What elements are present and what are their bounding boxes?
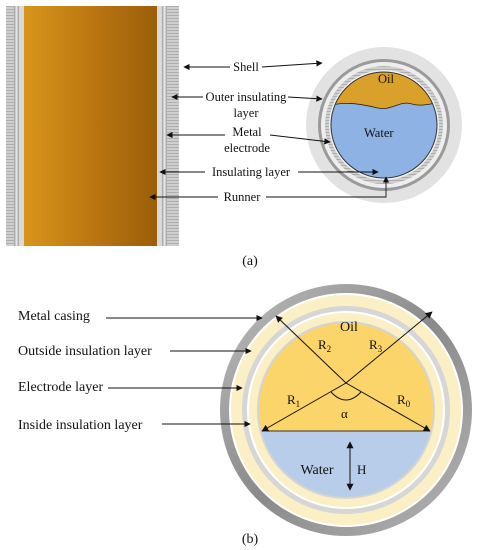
metal-electrode-label-1: Metal [232,125,262,139]
caption-a: (a) [242,254,258,269]
metal-casing-label: Metal casing [18,309,90,324]
right-electrode-wall [157,6,162,246]
water-label-b: Water [300,463,333,478]
oil-label-a: Oil [378,72,395,86]
r0-label: R0 [397,392,411,409]
electrode-layer-label: Electrode layer [18,380,103,395]
left-shell-wall [6,6,14,246]
inside-insulation-label: Inside insulation layer [18,418,143,433]
runner-label: Runner [224,190,262,204]
shell-arrow-right [261,60,323,68]
r3-label: R3 [369,337,383,354]
outer-insulating-label-1: Outer insulating [206,90,288,104]
r2-label: R2 [318,337,331,354]
alpha-arc [330,391,362,401]
pipe-section [6,6,179,246]
right-shell-wall [167,6,179,246]
metal-electrode-label-2: electrode [224,141,270,155]
r0-line [345,382,431,432]
r2-line [275,315,347,384]
cross-section-a: Oil Water [306,47,462,203]
caption-b: (b) [242,532,259,547]
alpha-label: α [341,406,348,421]
r1-line [261,382,347,432]
outer-insulating-arrow-right [287,95,323,102]
r3-line [345,311,433,384]
radii-lines [261,311,433,491]
panel-a: Oil Water Shell Outer insulating layer M… [6,6,462,269]
height-label: H [357,462,366,477]
water-label-a: Water [364,126,394,140]
insulating-layer-label: Insulating layer [212,165,291,179]
left-insulation-wall [14,6,19,246]
right-insulation-wall [162,6,167,246]
panel-b: Oil Water R2 R3 R1 R0 α H Metal casing O… [18,284,472,547]
runner-fluid [24,6,157,246]
leaders-a [149,60,390,201]
left-electrode-wall [19,6,24,246]
shell-label: Shell [233,60,259,74]
oil-label-b: Oil [340,320,358,335]
runner-arrow-right [266,176,390,198]
cross-section-b: Oil Water R2 R3 R1 R0 α H [220,284,472,536]
electrode-arrow-right [269,134,331,145]
outside-insulation-label: Outside insulation layer [18,344,152,359]
leaders-b [106,314,263,428]
outer-insulating-label-2: layer [234,106,260,120]
r1-label: R1 [287,392,300,409]
